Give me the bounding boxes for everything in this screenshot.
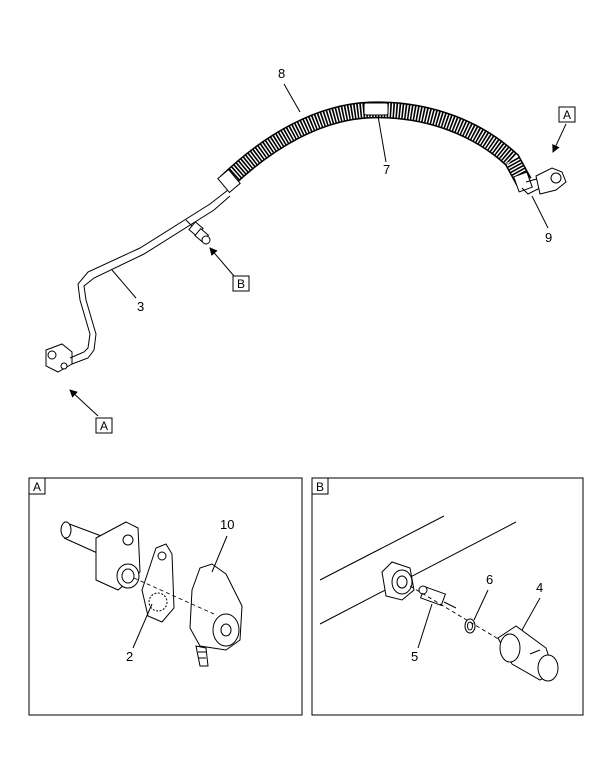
callout-8: 8 — [278, 66, 301, 113]
detail-b-panel: B 6 — [311, 477, 584, 716]
callout-2-text: 2 — [126, 649, 133, 664]
callout-3: 3 — [111, 269, 144, 314]
view-a-left-text: A — [100, 419, 108, 433]
detail-a-label: A — [33, 480, 41, 494]
view-a-left: A — [69, 389, 113, 434]
callout-5-text: 5 — [411, 649, 418, 664]
callout-9: 9 — [531, 195, 552, 245]
callout-7: 7 — [377, 115, 390, 177]
detail-a-panel: A 10 — [28, 477, 303, 716]
detail-b-o-ring — [464, 618, 476, 634]
detail-b-tube — [319, 515, 517, 625]
left-flange-fitting — [45, 343, 73, 373]
callout-8-text: 8 — [278, 66, 285, 81]
metal-tube — [69, 189, 231, 365]
detail-a-flange — [189, 563, 243, 667]
detail-a-block-fitting — [95, 521, 141, 591]
callout-4-text: 4 — [536, 580, 543, 595]
callout-5: 5 — [411, 603, 433, 664]
right-end-fitting — [521, 167, 567, 195]
callout-4: 4 — [521, 580, 543, 631]
callout-6: 6 — [473, 572, 493, 621]
view-a-top-text: A — [563, 108, 571, 122]
detail-b-port — [381, 561, 415, 601]
callout-6-text: 6 — [486, 572, 493, 587]
detail-b-label: B — [316, 480, 324, 494]
detail-a-alignment-line — [133, 577, 215, 615]
callout-7-text: 7 — [383, 162, 390, 177]
callout-3-text: 3 — [137, 299, 144, 314]
hose-assembly — [45, 101, 567, 373]
view-b-main: B — [209, 247, 250, 292]
callout-10-text: 10 — [220, 517, 234, 532]
view-b-main-text: B — [237, 277, 245, 291]
detail-b-valve-core — [418, 585, 457, 609]
detail-b-pressure-switch — [497, 625, 559, 682]
view-a-top: A — [552, 106, 576, 153]
service-port-b — [185, 219, 211, 245]
callout-10: 10 — [211, 517, 234, 573]
detail-b-alignment-line — [409, 585, 501, 641]
corrugated-hose — [217, 101, 533, 194]
detail-a-gasket — [141, 543, 175, 623]
callout-2: 2 — [126, 603, 153, 664]
callout-9-text: 9 — [545, 230, 552, 245]
